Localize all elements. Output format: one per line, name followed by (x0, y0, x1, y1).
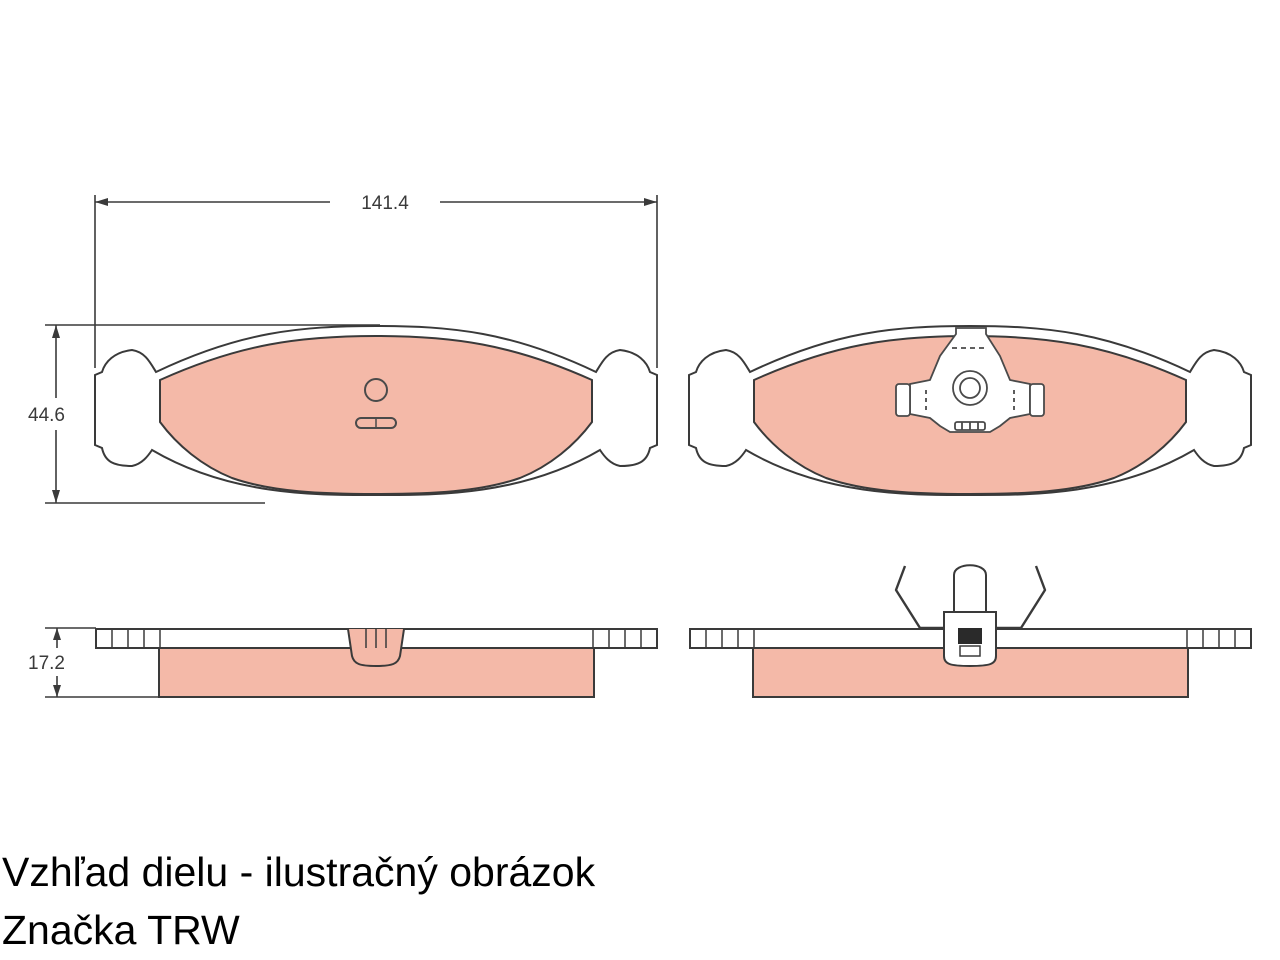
right-pad-sensor-connector (943, 564, 997, 668)
right-pad-front-view (688, 324, 1252, 497)
height-dimension (45, 324, 380, 504)
right-pad-wear-sensor-clip (895, 327, 1045, 433)
right-pad-side-view (689, 564, 1252, 698)
thickness-dimension (45, 627, 160, 698)
brake-pad-technical-drawing: 141.4 44.6 17.2 (28, 193, 1252, 698)
left-pad-locating-hole (364, 378, 388, 402)
left-pad-front-view (94, 324, 658, 497)
left-pad-friction-material (159, 334, 593, 496)
caption-illustration-note: Vzhľad dielu - ilustračný obrázok (2, 849, 596, 895)
right-pad-spring-clip (894, 565, 1047, 630)
caption-brand: Značka TRW (2, 907, 240, 953)
width-dimension (94, 195, 658, 368)
width-dimension-label: 141.4 (361, 193, 409, 214)
height-dimension-label: 44.6 (28, 405, 65, 426)
thickness-dimension-label: 17.2 (28, 653, 65, 674)
left-pad-side-view (95, 628, 658, 698)
